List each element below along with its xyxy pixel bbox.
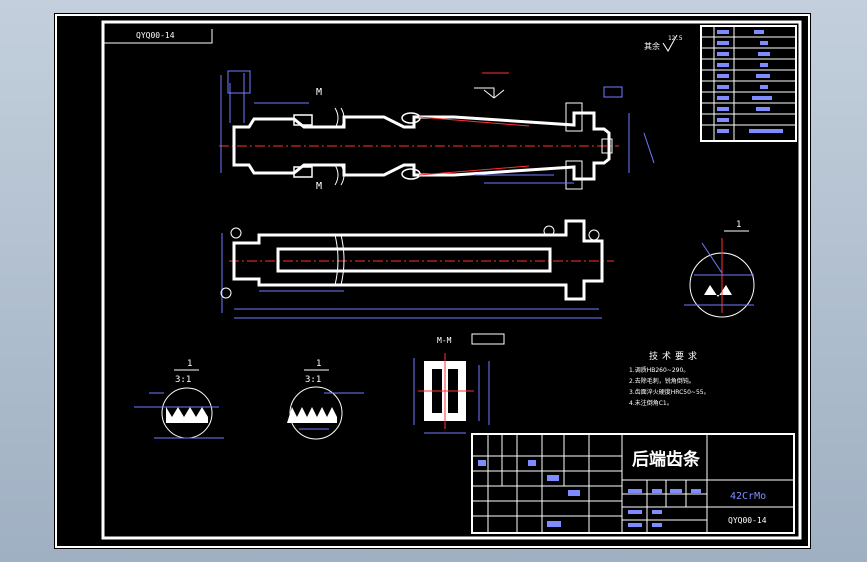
sheet-inner-border xyxy=(101,20,802,540)
detail-view-right: 1 xyxy=(684,220,755,318)
detail-middle-scale: 3:1 xyxy=(305,375,321,385)
detail-left-number: 1 xyxy=(187,359,192,369)
callout-circle-icon xyxy=(230,227,242,239)
tech-note-line-1: 1.调质HB260~290。 xyxy=(629,366,689,374)
roughness-symbol-icon xyxy=(662,34,678,52)
roughness-note: 其余 12.5 xyxy=(644,34,683,52)
rack-plan-view xyxy=(220,219,614,319)
callout-circle-icon xyxy=(588,229,600,241)
detail-right-number: 1 xyxy=(736,220,741,230)
technical-requirements: 技术要求 1.调质HB260~290。 2.去除毛刺，锐角倒钝。 3.齿面淬火硬… xyxy=(629,350,710,407)
section-label: M-M xyxy=(437,336,452,345)
rack-front-view: M M xyxy=(219,70,655,192)
cad-drawing-viewport[interactable]: QYQ00-14 其余 12.5 xyxy=(54,13,811,549)
detail-view-left: 1 3:1 xyxy=(134,359,224,439)
sheet-outer-border xyxy=(55,14,810,548)
tech-notes-heading: 技术要求 xyxy=(649,350,701,362)
gear-parameter-table xyxy=(700,25,797,142)
detail-middle-number: 1 xyxy=(316,359,321,369)
roughness-value: 12.5 xyxy=(668,35,683,42)
callout-circle-icon xyxy=(220,287,232,299)
tech-note-line-3: 3.齿面淬火硬度HRC50~55。 xyxy=(629,388,710,396)
drawing-number: QYQ00-14 xyxy=(728,516,767,525)
code-tag-text: QYQ00-14 xyxy=(136,31,175,40)
tech-note-line-4: 4.未注倒角C1。 xyxy=(629,399,673,407)
tech-note-line-2: 2.去除毛刺，锐角倒钝。 xyxy=(629,377,695,385)
gear-detail-icon xyxy=(474,87,505,99)
title-block: 后端齿条 42CrMo QYQ00-14 xyxy=(471,433,795,534)
code-tag-box: QYQ00-14 xyxy=(104,29,213,44)
detail-view-middle: 1 3:1 xyxy=(287,359,364,440)
section-mark-bottom: M xyxy=(316,181,322,192)
drawing-sheet: QYQ00-14 其余 12.5 xyxy=(55,14,810,548)
part-name: 后端齿条 xyxy=(632,449,701,470)
material: 42CrMo xyxy=(730,491,766,502)
roughness-note-label: 其余 xyxy=(644,41,660,51)
detail-left-scale: 3:1 xyxy=(175,375,191,385)
section-m-m: M-M xyxy=(413,333,505,434)
callout-circle-icon xyxy=(543,225,555,237)
section-mark-top: M xyxy=(316,87,322,98)
